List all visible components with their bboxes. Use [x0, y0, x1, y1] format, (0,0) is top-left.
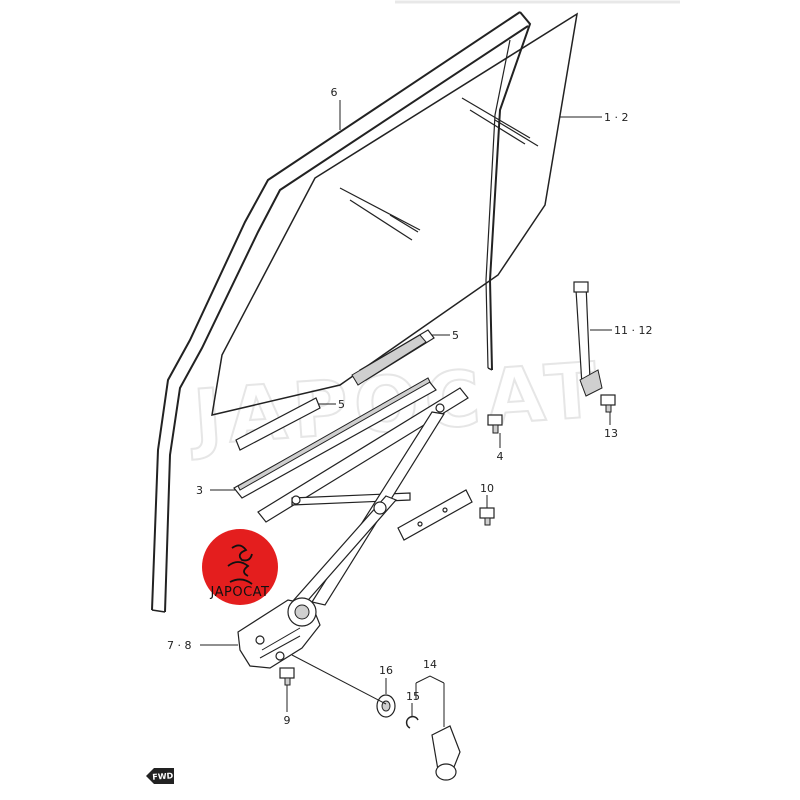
rear-guide [573, 281, 603, 397]
callout-13: 13 [604, 427, 618, 440]
regulator-arms [257, 387, 469, 616]
glass-channel-lower [235, 397, 321, 451]
callout-6: 6 [331, 86, 338, 99]
callout-5-upper: 5 [452, 329, 459, 342]
callout-7-8: 7 · 8 [167, 639, 192, 652]
door-glass [211, 12, 579, 416]
logo-circle [202, 529, 278, 605]
lower-guide-channel [397, 489, 473, 541]
forward-label: FWD [152, 771, 174, 781]
door-sash-channel [151, 11, 532, 613]
callout-1-2: 1 · 2 [604, 111, 629, 124]
callout-15: 15 [406, 690, 420, 703]
regulator-gear-assembly [237, 597, 321, 669]
bolt-4 [487, 414, 503, 434]
callout-4: 4 [497, 450, 504, 463]
lower-sash-channel [233, 377, 437, 499]
bolt-10 [479, 507, 495, 526]
callout-5-lower: 5 [338, 398, 345, 411]
logo-text: JAPOCAT [210, 585, 270, 600]
forward-marker: FWD [146, 768, 174, 784]
forward-arrow-icon [146, 768, 174, 784]
window-crank-handle [431, 725, 461, 781]
glass-channel-upper [351, 329, 435, 386]
callout-3: 3 [196, 484, 203, 497]
japocat-logo: JAPOCAT [202, 529, 278, 605]
callout-9: 9 [284, 714, 291, 727]
snap-ring [405, 715, 419, 729]
bolt-9 [279, 667, 295, 686]
callout-labels: 6 1 · 2 5 5 3 4 10 11 · 12 13 7 · 8 9 16… [167, 86, 652, 727]
callout-16: 16 [379, 664, 393, 677]
callout-10: 10 [480, 482, 494, 495]
leader-lines [200, 100, 612, 727]
callout-14: 14 [423, 658, 437, 671]
handle-washer [376, 694, 396, 718]
callout-11-12: 11 · 12 [614, 324, 652, 337]
logo-emblem-icon [227, 544, 253, 585]
bolt-13 [600, 394, 616, 413]
